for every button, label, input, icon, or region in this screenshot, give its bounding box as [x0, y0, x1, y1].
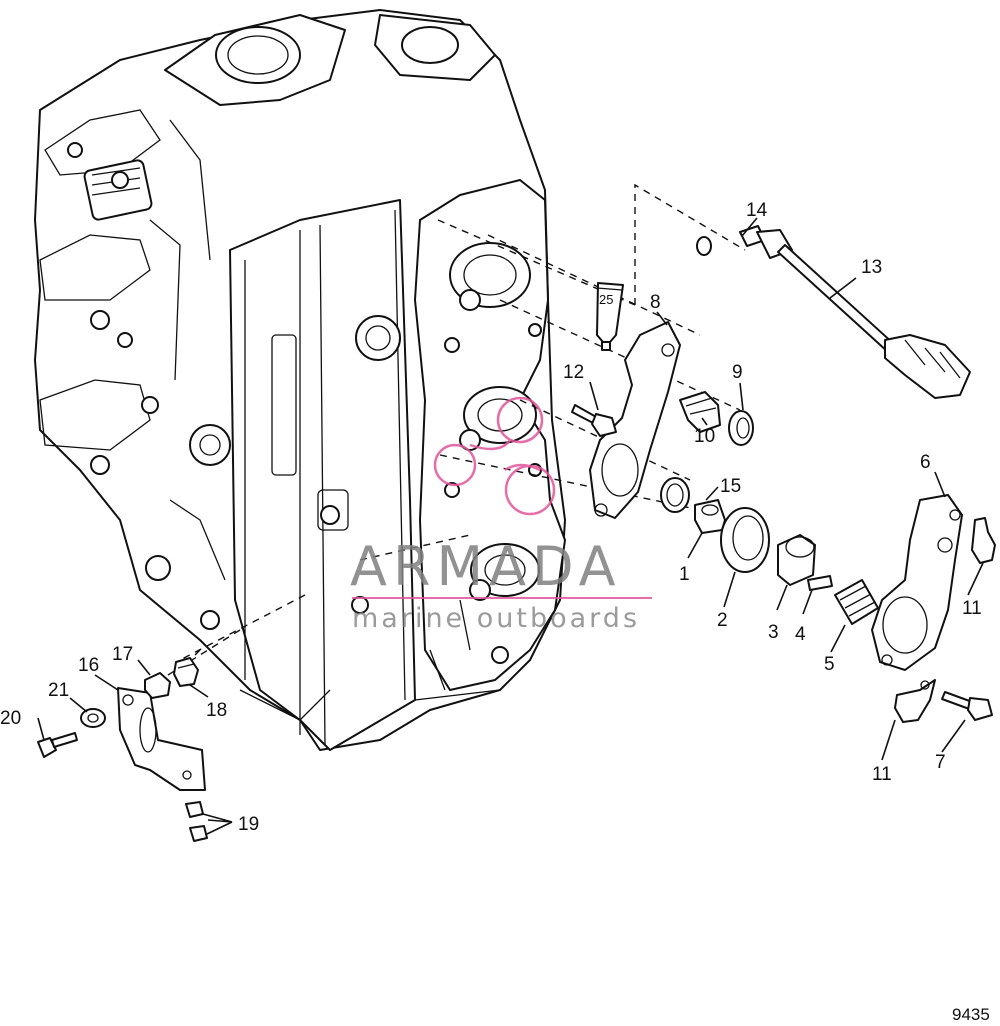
callout-7: 7 — [935, 752, 946, 773]
bolt-20 — [37, 732, 78, 758]
fitting-1 — [694, 499, 726, 534]
callout-14: 14 — [746, 200, 768, 221]
watermark-rule — [352, 597, 652, 599]
bolt-7 — [941, 691, 993, 721]
callout-20: 20 — [0, 708, 21, 729]
thermostat-cover-6 — [871, 494, 963, 671]
watermark-brand: ARMADA — [350, 535, 622, 598]
callout-21: 21 — [48, 680, 69, 701]
leader-lines — [37, 217, 984, 835]
callout-2: 2 — [717, 610, 728, 631]
callout-10: 10 — [694, 426, 715, 447]
pin-4 — [807, 575, 833, 591]
callout-3: 3 — [768, 622, 779, 643]
callout-4: 4 — [795, 624, 806, 645]
callout-18: 18 — [206, 700, 227, 721]
o-ring-14 — [696, 236, 712, 256]
fitting-10 — [679, 391, 721, 433]
clip-19-lower — [189, 825, 208, 842]
clip-11-lower — [894, 679, 936, 723]
callout-1: 1 — [679, 564, 690, 585]
grommet-18 — [173, 657, 199, 687]
watermark: ARMADA marine outboards — [350, 396, 652, 634]
callout-8: 8 — [650, 292, 661, 313]
engine-block — [34, 9, 566, 751]
callout-9: 9 — [732, 362, 743, 383]
spring-5 — [834, 579, 879, 625]
sleeve-3 — [777, 534, 816, 586]
callout-19: 19 — [238, 814, 259, 835]
assembly-lines — [159, 183, 746, 681]
washer-21 — [80, 708, 106, 728]
callout-12: 12 — [563, 362, 584, 383]
bolt-12 — [571, 404, 617, 437]
thermostat-2 — [720, 507, 770, 573]
seal-9 — [728, 410, 754, 446]
nut-17 — [144, 672, 171, 699]
watermark-subtitle: marine outboards — [352, 603, 640, 634]
clip-19-upper — [185, 801, 204, 818]
ring-15 — [660, 477, 690, 513]
callout-17: 17 — [112, 644, 133, 665]
figure-number: 9435 — [952, 1005, 990, 1024]
callout-6: 6 — [920, 452, 931, 473]
callout-11-upper: 11 — [962, 598, 982, 619]
callout-labels: 14 13 8 9 12 10 15 1 2 3 4 5 6 11 11 7 1… — [0, 200, 982, 835]
sealant-tube-25: 25 — [596, 282, 624, 351]
tube-number-label: 25 — [599, 292, 613, 307]
callout-13: 13 — [861, 257, 882, 278]
temperature-sender-13 — [739, 225, 971, 399]
callout-16: 16 — [78, 655, 99, 676]
callout-11-lower: 11 — [872, 764, 892, 785]
callout-5: 5 — [824, 654, 835, 675]
clip-11-upper — [971, 517, 996, 564]
watermark-logo-icon — [433, 396, 556, 516]
bracket-16 — [117, 687, 206, 791]
gasket-8 — [589, 321, 681, 519]
callout-15: 15 — [720, 476, 741, 497]
